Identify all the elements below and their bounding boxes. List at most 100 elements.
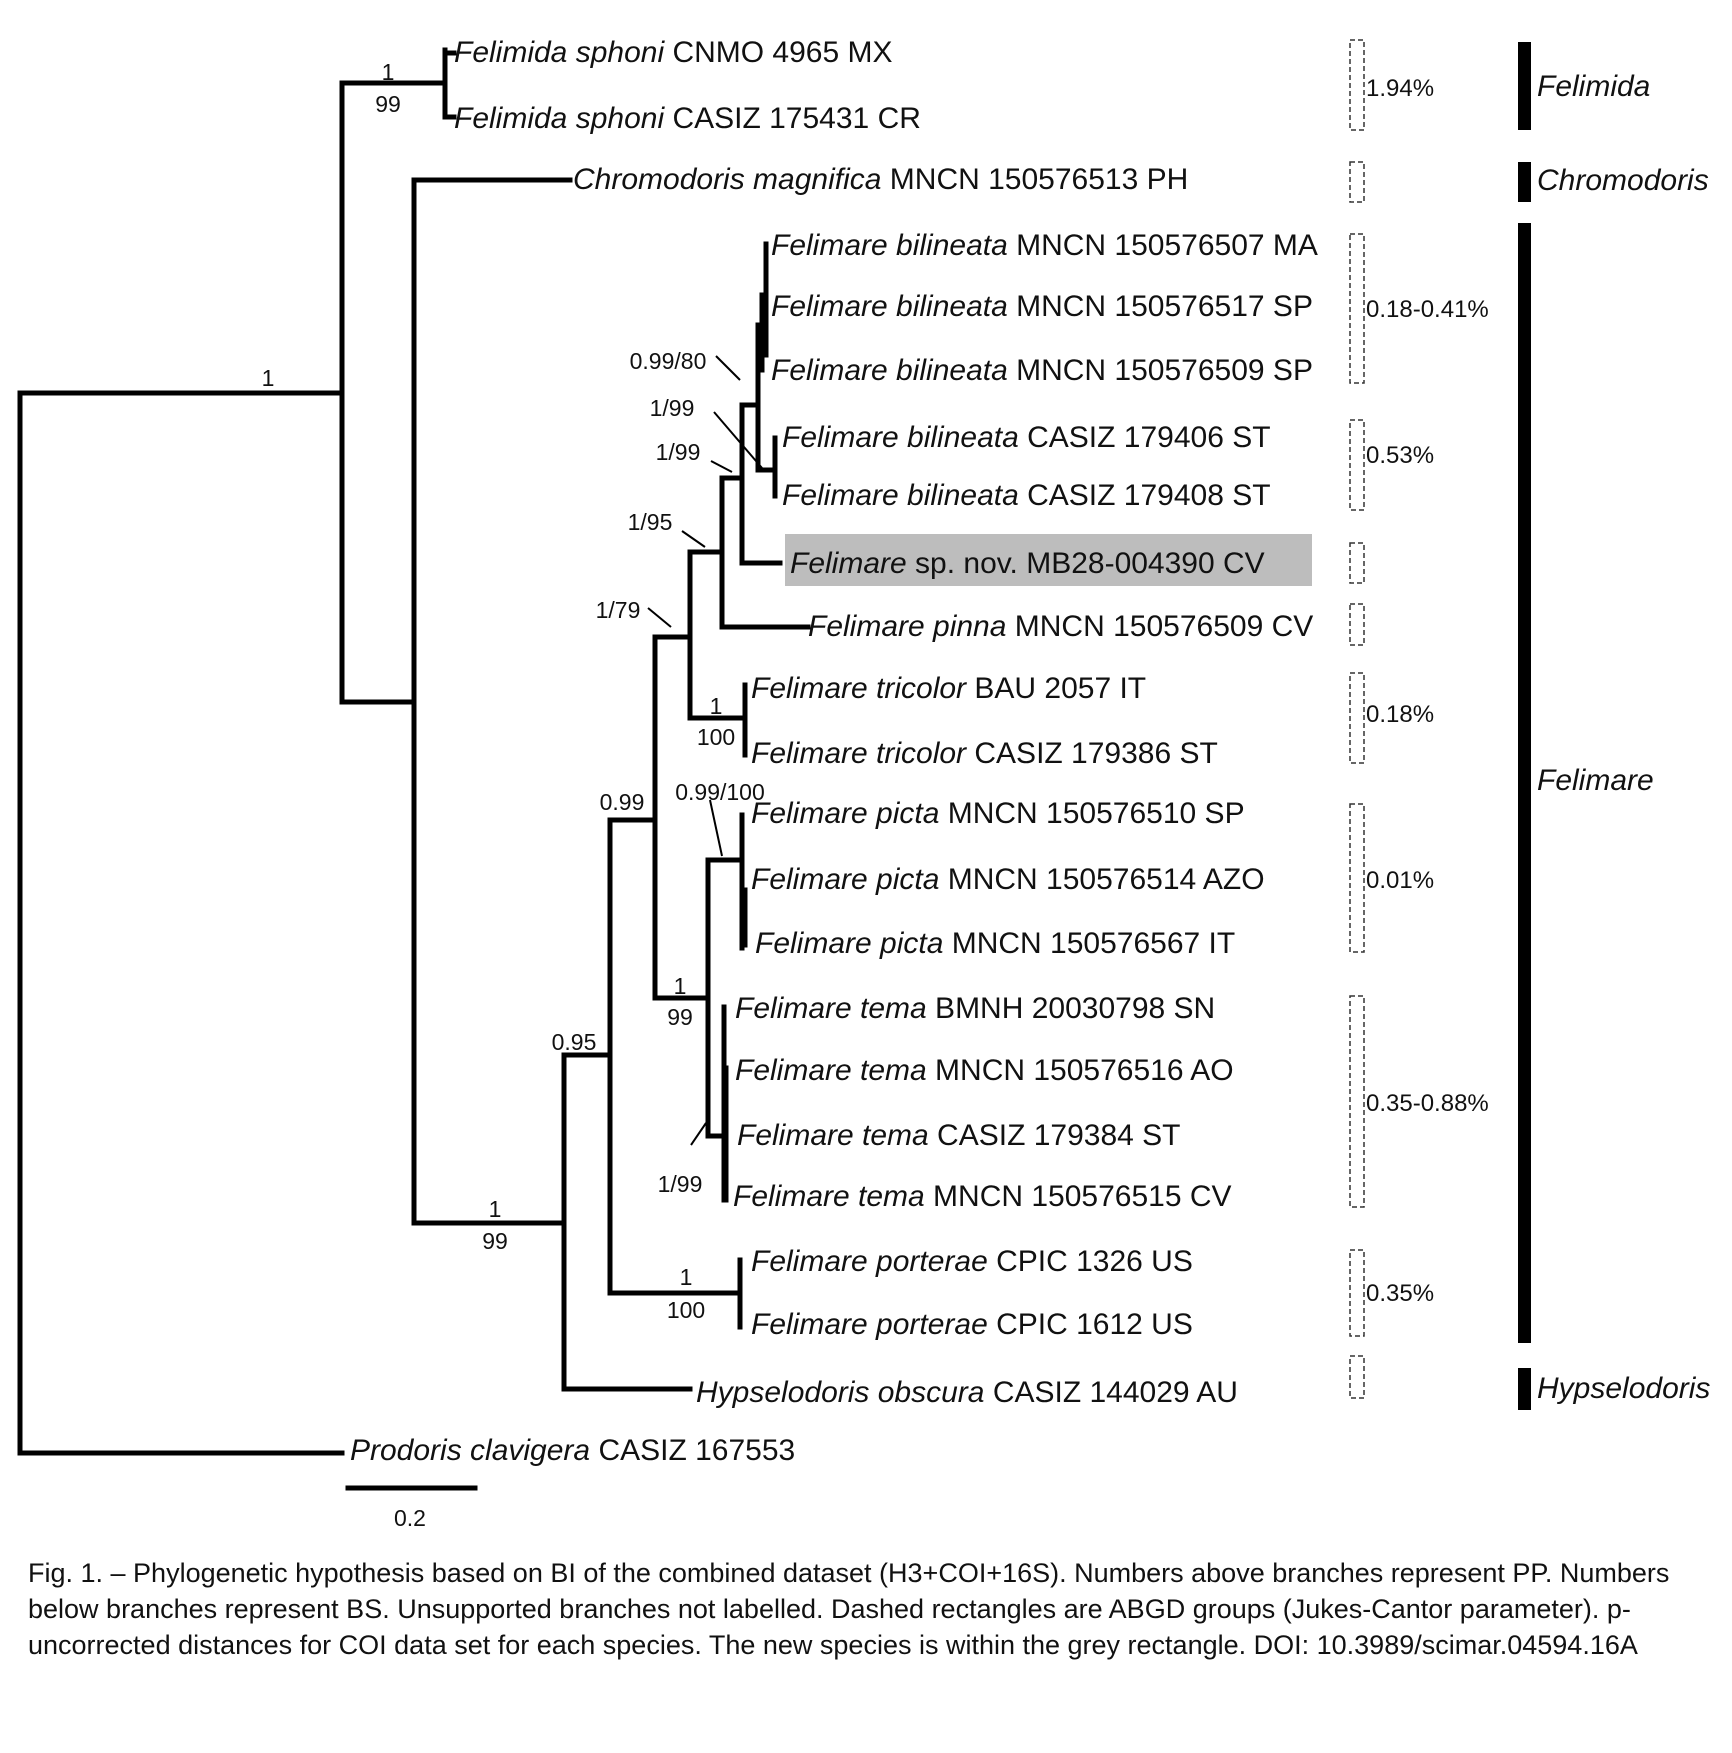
tip-voucher: CPIC 1326 US [988, 1245, 1193, 1278]
tip-label: Felimare picta MNCN 150576510 SP [751, 797, 1245, 830]
tip-label: Felimare pinna MNCN 150576509 CV [808, 610, 1313, 643]
support-label: 100 [697, 724, 735, 750]
support-label: 1/99 [656, 439, 701, 465]
abgd-box [1349, 161, 1365, 203]
tip-voucher: CASIZ 144029 AU [984, 1376, 1237, 1409]
tip-voucher: MNCN 150576509 CV [1006, 610, 1313, 643]
tip-label: Prodoris clavigera CASIZ 167553 [350, 1434, 795, 1467]
support-label: 1 [262, 365, 275, 391]
tip-voucher: MNCN 150576513 PH [881, 163, 1188, 196]
tip-label: Felimare bilineata MNCN 150576509 SP [771, 354, 1313, 387]
genus-bar [1518, 223, 1531, 1343]
tip-voucher: MNCN 150576509 SP [1008, 354, 1313, 387]
tip-taxon-name: Felimare picta [755, 927, 943, 960]
tip-voucher: CASIZ 179386 ST [966, 737, 1218, 770]
tip-taxon-name: Felimare picta [751, 863, 939, 896]
genus-label: Chromodoris [1537, 164, 1709, 197]
tip-label: Felimida sphoni CASIZ 175431 CR [454, 102, 921, 135]
support-label: 99 [482, 1228, 508, 1254]
tip-voucher: CPIC 1612 US [988, 1308, 1193, 1341]
genus-bar [1518, 1368, 1531, 1410]
abgd-box [1349, 419, 1365, 511]
tip-voucher: MNCN 150576567 IT [943, 927, 1235, 960]
abgd-distance: 0.53% [1366, 442, 1434, 469]
abgd-distance: 1.94% [1366, 75, 1434, 102]
tip-label: Felimare tema CASIZ 179384 ST [737, 1119, 1181, 1152]
tip-taxon-name: Felimare [790, 547, 907, 580]
abgd-distances: 1.94%0.18-0.41%0.53%0.18%0.01%0.35-0.88%… [1366, 75, 1489, 1307]
genus-bar [1518, 42, 1531, 130]
support-label: 1 [489, 1196, 502, 1222]
abgd-box [1349, 995, 1365, 1208]
tip-label: Felimare picta MNCN 150576567 IT [755, 927, 1235, 960]
abgd-box [1349, 1355, 1365, 1399]
tip-taxon-name: Felimare pinna [808, 610, 1006, 643]
abgd-box [1349, 233, 1365, 384]
tip-label: Felimare porterae CPIC 1612 US [751, 1308, 1193, 1341]
support-label: 1/79 [596, 597, 641, 623]
tip-label: Felimare tema MNCN 150576515 CV [733, 1180, 1232, 1213]
tip-label: Felimare bilineata CASIZ 179408 ST [782, 479, 1271, 512]
tip-label: Felimare bilineata MNCN 150576507 MA [771, 229, 1318, 262]
tip-taxon-name: Chromodoris magnifica [573, 163, 881, 196]
tip-taxon-name: Prodoris clavigera [350, 1434, 590, 1467]
tip-voucher: MNCN 150576507 MA [1008, 229, 1318, 262]
genus-bar [1518, 162, 1531, 202]
support-label: 99 [375, 91, 401, 117]
tip-voucher: CNMO 4965 MX [664, 36, 892, 69]
tip-voucher: MNCN 150576515 CV [925, 1180, 1232, 1213]
genus-label: Hypselodoris [1537, 1372, 1710, 1405]
tip-taxon-name: Felimare tricolor [751, 672, 967, 705]
abgd-box [1349, 542, 1365, 584]
tip-label: Felimare picta MNCN 150576514 AZO [751, 863, 1265, 896]
support-label: 1/95 [628, 509, 673, 535]
support-label: 1 [680, 1264, 693, 1290]
tip-label: Felimida sphoni CNMO 4965 MX [454, 36, 893, 69]
tip-taxon-name: Felimare tricolor [751, 737, 967, 770]
tip-voucher: CASIZ 179408 ST [1019, 479, 1271, 512]
abgd-distance: 0.35% [1366, 1280, 1434, 1307]
tip-taxon-name: Felimare tema [737, 1119, 929, 1152]
tip-taxon-name: Felimare bilineata [782, 479, 1019, 512]
support-label: 1/99 [650, 395, 695, 421]
support-label: 0.95 [552, 1029, 597, 1055]
support-label: 1/99 [658, 1171, 703, 1197]
tip-voucher: BAU 2057 IT [966, 672, 1146, 705]
tip-voucher: BMNH 20030798 SN [927, 992, 1216, 1025]
tip-taxon-name: Felimare tema [735, 1054, 927, 1087]
tip-taxon-name: Felimare bilineata [771, 229, 1008, 262]
tip-taxon-name: Felimida sphoni [454, 36, 665, 69]
tree-branches [17, 47, 811, 1456]
abgd-box [1349, 39, 1365, 131]
abgd-distance: 0.01% [1366, 867, 1434, 894]
abgd-distance: 0.18-0.41% [1366, 296, 1489, 323]
tip-label: Felimare tema MNCN 150576516 AO [735, 1054, 1234, 1087]
support-label: 99 [667, 1004, 693, 1030]
tip-voucher: CASIZ 179406 ST [1019, 421, 1271, 454]
tip-taxon-name: Felimare porterae [751, 1308, 988, 1341]
tip-voucher: MNCN 150576510 SP [939, 797, 1244, 830]
tip-voucher: CASIZ 179384 ST [929, 1119, 1181, 1152]
abgd-box [1349, 1249, 1365, 1337]
genus-label: Felimida [1537, 70, 1650, 103]
tip-label: Felimare tricolor BAU 2057 IT [751, 672, 1146, 705]
tip-taxon-name: Hypselodoris obscura [696, 1376, 984, 1409]
tip-label: Felimare porterae CPIC 1326 US [751, 1245, 1193, 1278]
tip-taxon-name: Felimare porterae [751, 1245, 988, 1278]
scale-label: 0.2 [394, 1505, 426, 1531]
support-label: 1 [710, 693, 723, 719]
abgd-box [1349, 603, 1365, 646]
tip-label: Felimare bilineata MNCN 150576517 SP [771, 290, 1313, 323]
tip-voucher: MNCN 150576517 SP [1008, 290, 1313, 323]
figure-caption: Fig. 1. – Phylogenetic hypothesis based … [28, 1558, 1670, 1660]
support-label: 0.99/80 [630, 348, 707, 374]
tip-label: Felimare bilineata CASIZ 179406 ST [782, 421, 1271, 454]
support-label: 0.99/100 [675, 779, 765, 805]
abgd-box [1349, 672, 1365, 764]
tip-voucher: MNCN 150576514 AZO [939, 863, 1264, 896]
support-leader-lines [647, 355, 763, 1146]
genus-label: Felimare [1537, 764, 1654, 797]
